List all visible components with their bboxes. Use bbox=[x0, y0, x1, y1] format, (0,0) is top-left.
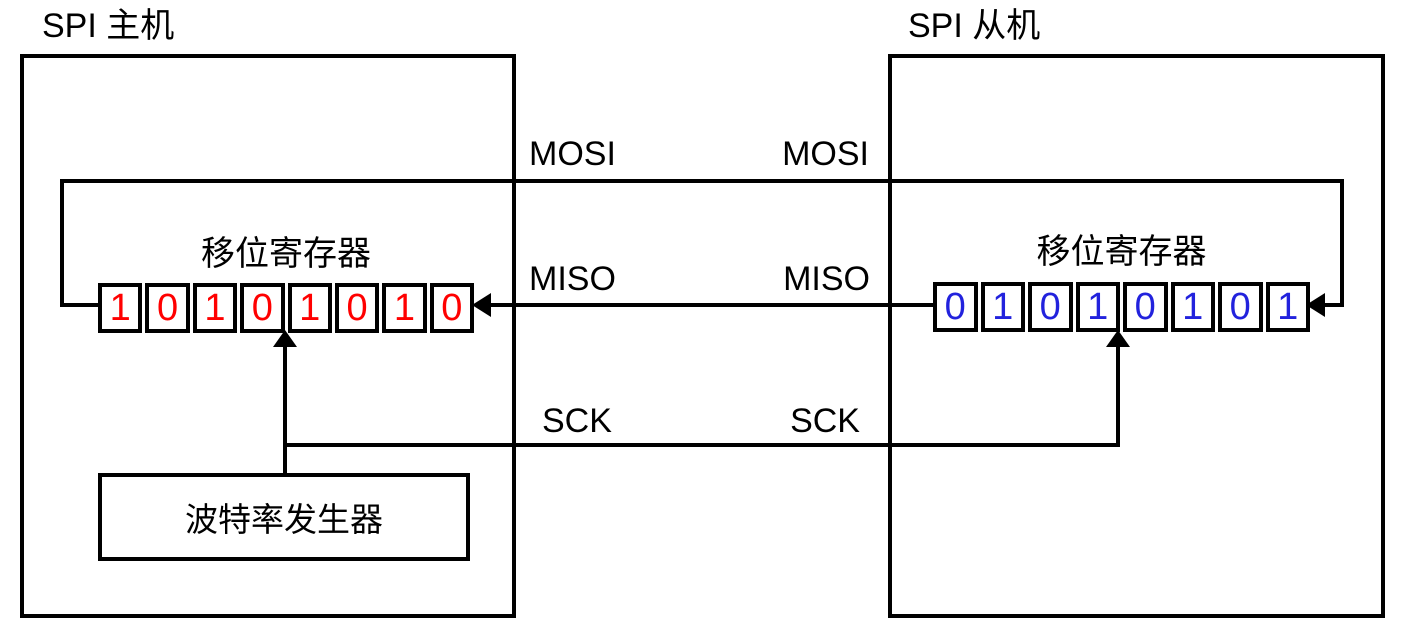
slave-bit-cell: 0 bbox=[1028, 282, 1073, 332]
baud-rate-generator-box: 波特率发生器 bbox=[98, 473, 470, 561]
miso-label-slave: MISO bbox=[783, 260, 870, 298]
slave-shift-register: 0 1 0 1 0 1 0 1 bbox=[933, 282, 1310, 332]
slave-bit-cell: 0 bbox=[1123, 282, 1168, 332]
mosi-line bbox=[60, 179, 1344, 183]
sck-slave-vertical bbox=[1116, 346, 1120, 447]
master-bit-cell: 1 bbox=[98, 283, 143, 333]
sck-master-arrowhead-icon bbox=[273, 330, 297, 347]
master-bit-cell: 0 bbox=[240, 283, 285, 333]
mosi-label-master: MOSI bbox=[529, 135, 616, 173]
sck-label-slave: SCK bbox=[790, 402, 860, 440]
mosi-master-loop-horizontal bbox=[60, 303, 102, 307]
spi-master-title: SPI 主机 bbox=[42, 7, 175, 45]
sck-master-vertical bbox=[283, 346, 287, 475]
slave-register-label: 移位寄存器 bbox=[1036, 233, 1207, 271]
sck-slave-arrowhead-icon bbox=[1106, 330, 1130, 347]
miso-line bbox=[489, 303, 933, 307]
mosi-slave-loop-horizontal bbox=[1324, 303, 1344, 307]
master-bit-cell: 1 bbox=[192, 283, 238, 333]
master-bit-cell: 1 bbox=[287, 283, 332, 333]
master-shift-register: 1 0 1 0 1 0 1 0 bbox=[98, 283, 474, 333]
master-bit-cell: 0 bbox=[145, 283, 190, 333]
slave-bit-cell: 1 bbox=[1075, 282, 1120, 332]
baud-rate-generator-label: 波特率发生器 bbox=[185, 501, 383, 538]
mosi-arrowhead-icon bbox=[1306, 293, 1325, 317]
master-bit-cell: 1 bbox=[382, 283, 427, 333]
slave-bit-cell: 1 bbox=[980, 282, 1025, 332]
sck-label-master: SCK bbox=[542, 402, 612, 440]
miso-label-master: MISO bbox=[529, 260, 616, 298]
spi-slave-box bbox=[888, 54, 1385, 618]
master-bit-cell: 0 bbox=[334, 283, 380, 333]
mosi-slave-loop-vertical bbox=[1340, 179, 1344, 307]
slave-bit-cell: 1 bbox=[1170, 282, 1215, 332]
slave-bit-cell: 1 bbox=[1265, 282, 1310, 332]
mosi-label-slave: MOSI bbox=[782, 135, 869, 173]
master-register-label: 移位寄存器 bbox=[201, 235, 371, 273]
slave-bit-cell: 0 bbox=[933, 282, 978, 332]
slave-bit-cell: 0 bbox=[1218, 282, 1263, 332]
master-bit-cell: 0 bbox=[429, 283, 474, 333]
mosi-master-loop-vertical bbox=[60, 179, 64, 307]
sck-line bbox=[283, 443, 1120, 447]
spi-slave-title: SPI 从机 bbox=[908, 7, 1041, 45]
miso-arrowhead-icon bbox=[472, 293, 491, 317]
